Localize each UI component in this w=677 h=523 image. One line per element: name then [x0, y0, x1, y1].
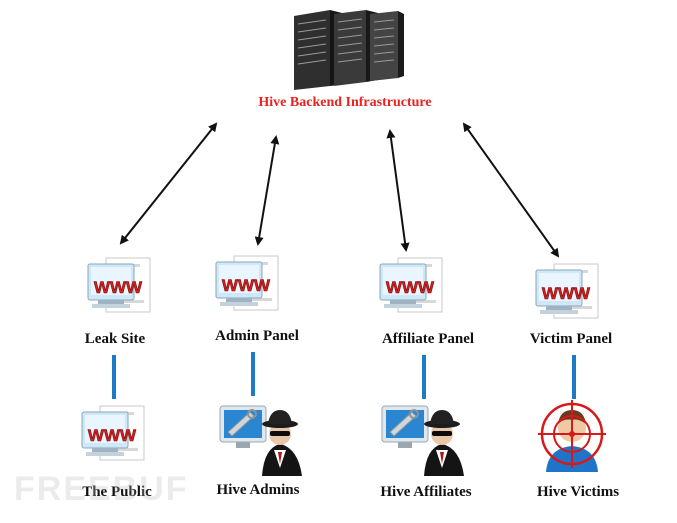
svg-text:WWW: WWW [88, 426, 137, 445]
connector-victim-panel-victims [572, 355, 576, 399]
arrow-backend-leak-site [119, 122, 218, 245]
label-victim-panel: Victim Panel [529, 331, 613, 347]
www-icon-victim-panel: WWW [535, 263, 599, 319]
www-icon-the-public: WWW [81, 405, 145, 461]
label-leak-site: Leak Site [84, 331, 146, 347]
hacker-computer-icon-affiliates [381, 405, 464, 476]
www-icon-affiliate-panel: WWW [379, 257, 443, 313]
label-admin-panel: Admin Panel [215, 328, 299, 344]
connector-affiliate-panel-affiliates [422, 355, 426, 399]
svg-text:WWW: WWW [386, 278, 435, 297]
svg-text:WWW: WWW [542, 284, 591, 303]
connector-leak-site-public [112, 355, 116, 399]
server-rack-icon [294, 10, 404, 90]
svg-text:WWW: WWW [94, 278, 143, 297]
label-affiliate-panel: Affiliate Panel [381, 331, 475, 347]
svg-text:WWW: WWW [222, 276, 271, 295]
hacker-computer-icon-admins [219, 405, 302, 476]
arrow-backend-affiliate-panel [386, 129, 410, 252]
arrow-backend-victim-panel [462, 122, 560, 258]
backend-title: Hive Backend Infrastructure [258, 95, 432, 110]
label-the-public: The Public [82, 484, 152, 500]
label-hive-victims: Hive Victims [536, 484, 620, 500]
label-hive-admins: Hive Admins [216, 482, 300, 498]
www-icon-admin-panel: WWW [215, 255, 279, 311]
arrow-backend-admin-panel [254, 135, 280, 246]
connector-admin-panel-admins [251, 352, 255, 396]
victim-target-icon [538, 400, 606, 472]
watermark: FREEBUF [14, 470, 189, 508]
label-hive-affiliates: Hive Affiliates [380, 484, 472, 500]
www-icon-leak-site: WWW [87, 257, 151, 313]
